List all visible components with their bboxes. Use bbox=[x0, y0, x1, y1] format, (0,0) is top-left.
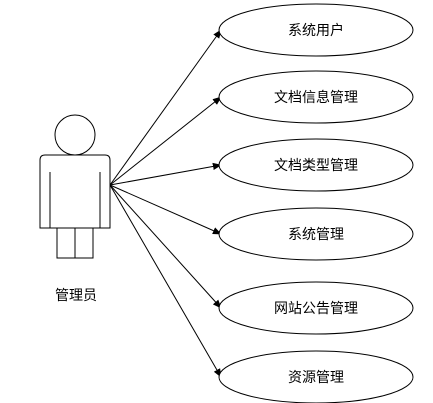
association-arrow-2 bbox=[109, 96, 222, 186]
use-case-ellipse bbox=[218, 70, 414, 124]
use-case-ellipse bbox=[218, 3, 414, 57]
person-icon bbox=[39, 114, 111, 259]
use-case-label: 系统管理 bbox=[288, 227, 344, 243]
actor-label: 管理员 bbox=[55, 288, 97, 304]
use-case-4: 系统管理 bbox=[218, 207, 414, 261]
use-case-ellipse bbox=[218, 281, 414, 335]
use-case-label: 网站公告管理 bbox=[274, 301, 358, 317]
associations bbox=[109, 29, 222, 378]
actor: 管理员 bbox=[39, 114, 111, 304]
use-case-3: 文档类型管理 bbox=[218, 138, 414, 192]
association-arrow-6 bbox=[109, 184, 222, 378]
use-case-1: 系统用户 bbox=[218, 3, 414, 57]
use-case-label: 文档类型管理 bbox=[274, 158, 358, 174]
use-case-label: 资源管理 bbox=[288, 370, 344, 386]
use-case-6: 资源管理 bbox=[218, 350, 414, 403]
use-case-label: 文档信息管理 bbox=[274, 89, 358, 106]
association-arrow-1 bbox=[109, 29, 222, 186]
association-arrow-5 bbox=[109, 184, 222, 309]
association-arrow-3 bbox=[109, 162, 222, 186]
association-arrow-4 bbox=[109, 184, 222, 235]
use-case-label: 系统用户 bbox=[288, 22, 344, 39]
use-case-5: 网站公告管理 bbox=[218, 281, 414, 335]
use-case-ellipse bbox=[218, 138, 414, 192]
use-case-2: 文档信息管理 bbox=[218, 70, 414, 124]
use-case-ellipse bbox=[218, 350, 414, 403]
use-case-ellipse bbox=[218, 207, 414, 261]
